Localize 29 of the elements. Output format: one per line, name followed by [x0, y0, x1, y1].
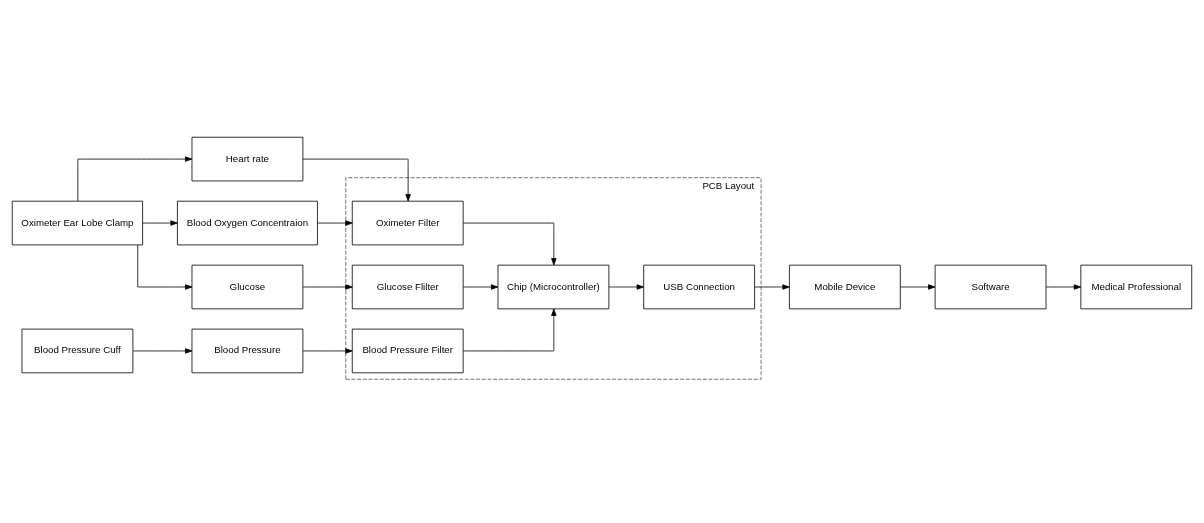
arrow	[899, 284, 936, 290]
node-box: Chip (Microcontroller)	[497, 264, 610, 310]
arrow	[462, 284, 499, 290]
node-box: Oximeter Ear Lobe Clamp	[11, 200, 143, 246]
arrow	[302, 284, 353, 290]
node-box: USB Connection	[643, 264, 755, 310]
node-box: Glucose Flilter	[351, 264, 464, 310]
node-box: Software	[934, 264, 1047, 310]
arrow	[462, 308, 557, 352]
arrow	[142, 220, 178, 226]
node-box: Blood Pressure Cuff	[21, 328, 134, 374]
node-box: Heart rate	[191, 136, 304, 182]
node-box: Mobile Device	[789, 264, 901, 310]
arrow	[1045, 284, 1082, 290]
node-box: Medical Professional	[1080, 264, 1193, 310]
arrow	[132, 348, 193, 354]
node-box: Blood Pressure	[191, 328, 304, 374]
arrow	[462, 222, 557, 266]
arrow	[302, 348, 353, 354]
node-box: Blood Pressure Filter	[351, 328, 464, 374]
node-box: Glucose	[191, 264, 304, 310]
node-box: Blood Oxygen Concentraion	[177, 200, 318, 246]
arrow	[317, 220, 353, 226]
arrow	[302, 158, 411, 202]
arrow	[608, 284, 644, 290]
arrow	[77, 156, 193, 202]
arrow	[754, 284, 790, 290]
arrow	[137, 244, 193, 290]
node-box: Oximeter Filter	[351, 200, 464, 246]
